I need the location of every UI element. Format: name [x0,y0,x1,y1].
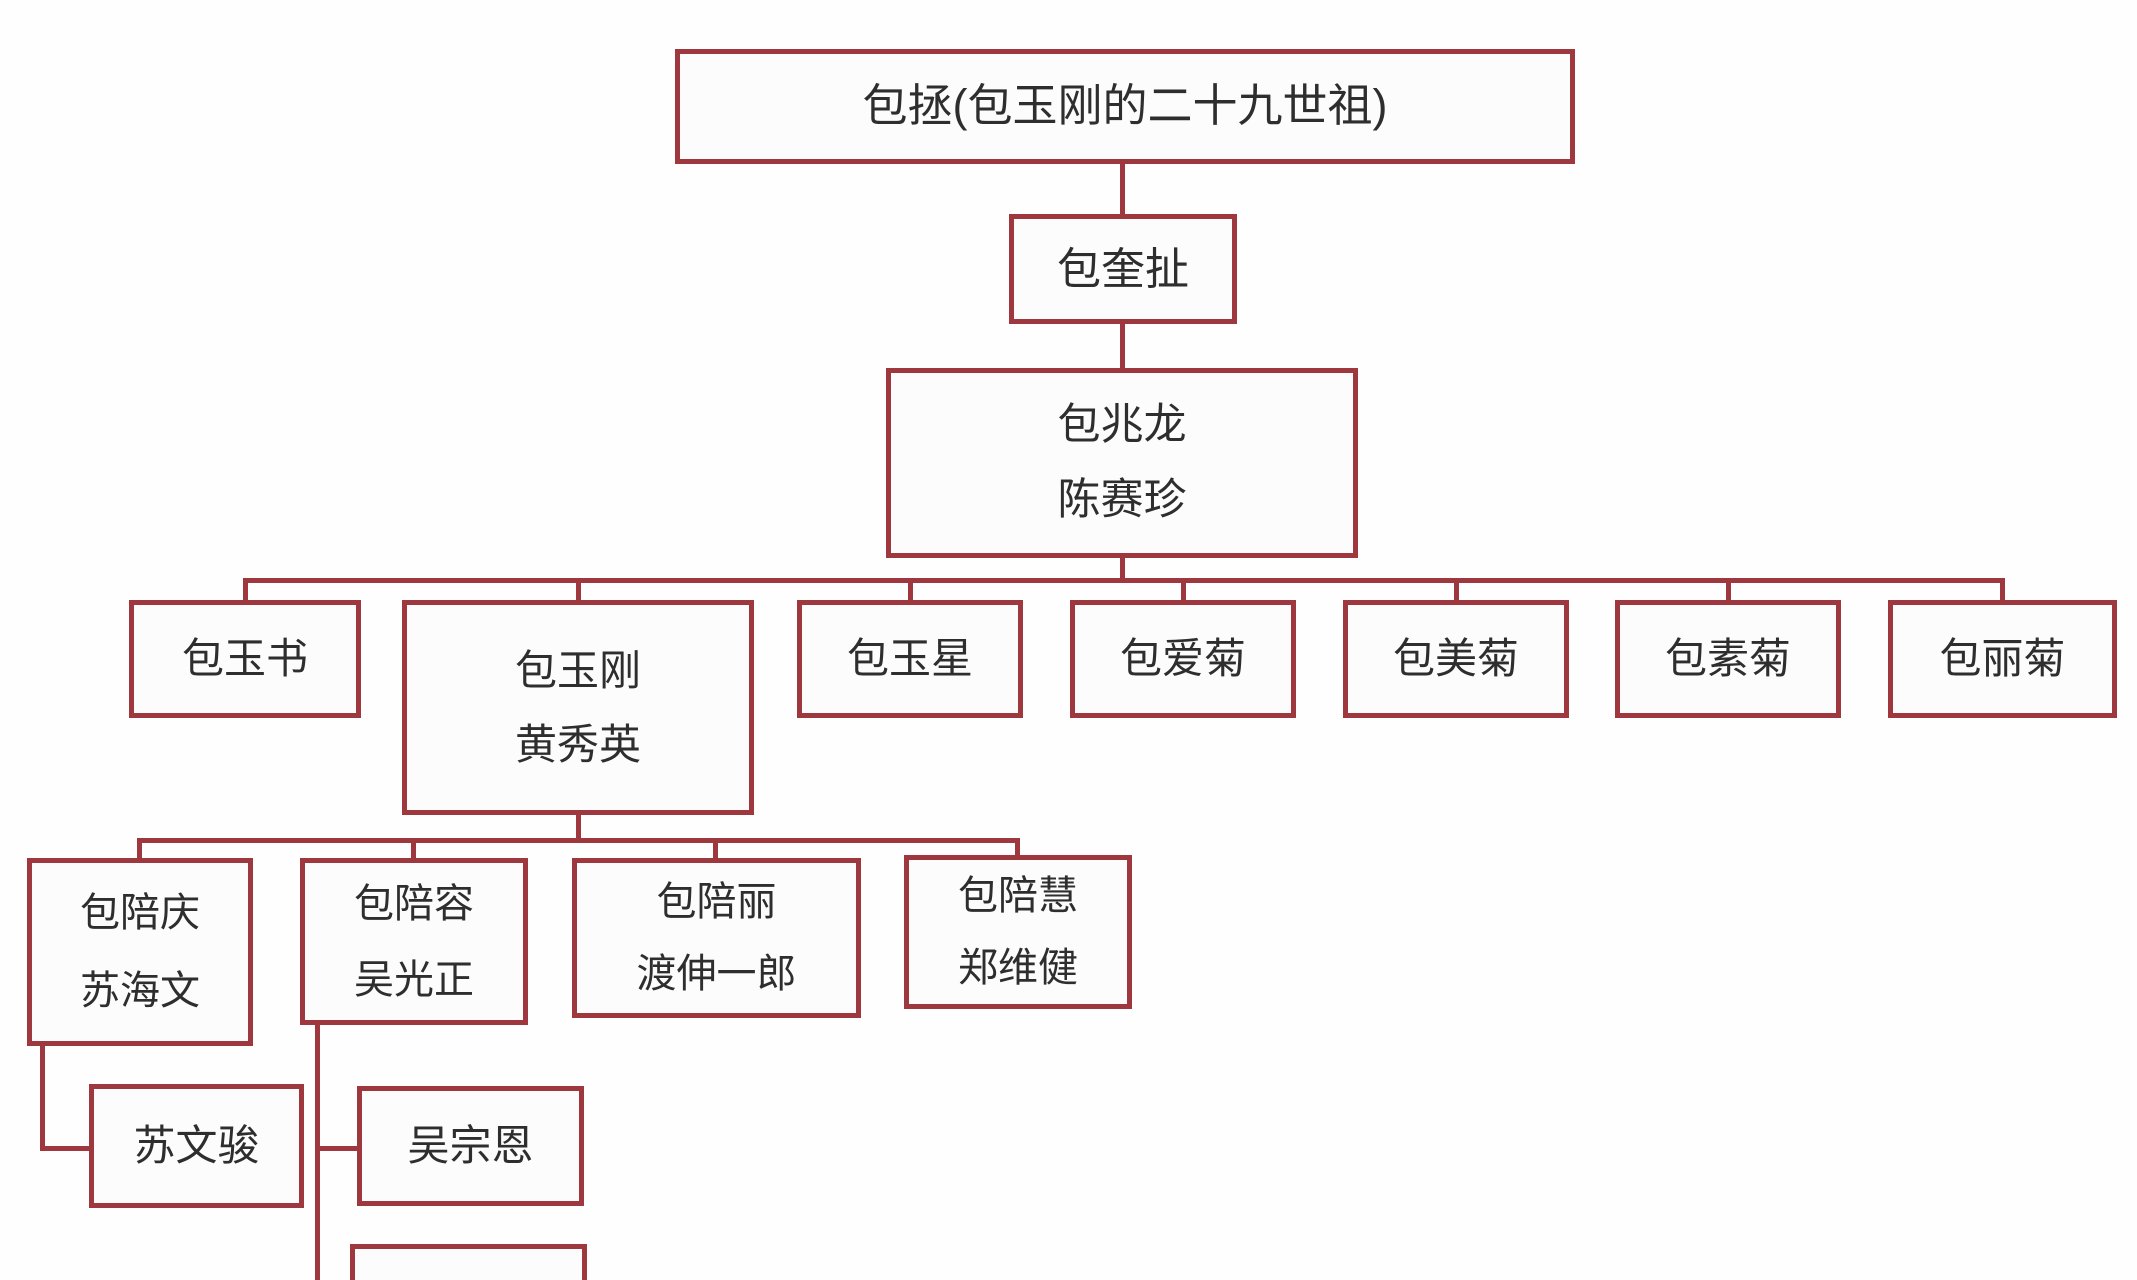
node-label: 包拯(包玉刚的二十九世祖) [862,80,1388,132]
node-label-spouse: 渡伸一郎 [636,952,797,996]
node-label: 包爱菊 [1119,635,1246,683]
node-label: 包陪容 [354,881,474,926]
node-label-spouse: 陈赛珍 [1057,476,1187,524]
node-bao-aiju: 包爱菊 [1070,600,1296,718]
connector-line [576,578,581,602]
node-bao-kuichi: 包奎扯 [1009,214,1237,324]
node-bao-peihui: 包陪慧 郑维健 [904,855,1132,1009]
connector-line [137,838,142,863]
node-label: 包素菊 [1664,635,1791,683]
connector-line [1120,556,1125,582]
node-label: 包玉刚 [514,647,641,694]
node-bao-suju: 包素菊 [1615,600,1841,718]
connector-line [315,1023,320,1280]
node-label: 包美菊 [1392,635,1519,683]
node-label-spouse: 郑维健 [958,946,1078,990]
connector-line [1454,578,1459,602]
node-label-spouse: 黄秀英 [514,720,641,768]
node-bao-peiqing: 包陪庆 苏海文 [27,858,253,1046]
connector-bus [137,838,1020,843]
connector-line [1015,838,1020,863]
node-bao-zhaolong: 包兆龙 陈赛珍 [886,368,1358,558]
connector-line [243,578,248,602]
connector-line [1120,162,1125,216]
node-label: 包玉星 [846,635,973,683]
connector-line [1726,578,1731,602]
node-bao-yugang: 包玉刚 黄秀英 [402,600,754,815]
node-wu-zongen: 吴宗恩 [357,1086,584,1206]
connector-line [315,1146,362,1151]
node-bao-peili: 包陪丽 渡伸一郎 [572,858,861,1018]
node-label-spouse: 苏海文 [80,969,200,1013]
node-su-wenjun: 苏文骏 [89,1084,304,1208]
connector-line [713,838,718,863]
connector-line [40,1146,94,1151]
node-label-spouse: 吴光正 [354,957,474,1002]
node-label: 包陪慧 [958,874,1078,918]
node-label: 包奎扯 [1057,244,1189,294]
node-partial-clipped [350,1244,587,1280]
connector-line [1120,322,1125,370]
node-bao-liju: 包丽菊 [1888,600,2117,718]
connector-line [411,838,416,863]
node-label: 包丽菊 [1939,635,2066,683]
node-label: 苏文骏 [133,1122,260,1170]
node-label: 包陪庆 [80,891,200,935]
node-label: 包陪丽 [656,880,777,924]
node-label: 包玉书 [181,635,308,683]
connector-line [2000,578,2005,602]
node-bao-meiju: 包美菊 [1343,600,1569,718]
node-label: 吴宗恩 [407,1122,534,1170]
node-bao-zheng: 包拯(包玉刚的二十九世祖) [675,49,1575,164]
connector-bus [243,578,2005,583]
node-label: 包兆龙 [1057,400,1187,449]
node-bao-peirong: 包陪容 吴光正 [300,858,528,1025]
connector-line [576,813,581,843]
connector-line [908,578,913,602]
connector-line [40,1044,45,1151]
connector-line [1181,578,1186,602]
node-bao-yushu: 包玉书 [129,600,361,718]
node-bao-yuxing: 包玉星 [797,600,1023,718]
